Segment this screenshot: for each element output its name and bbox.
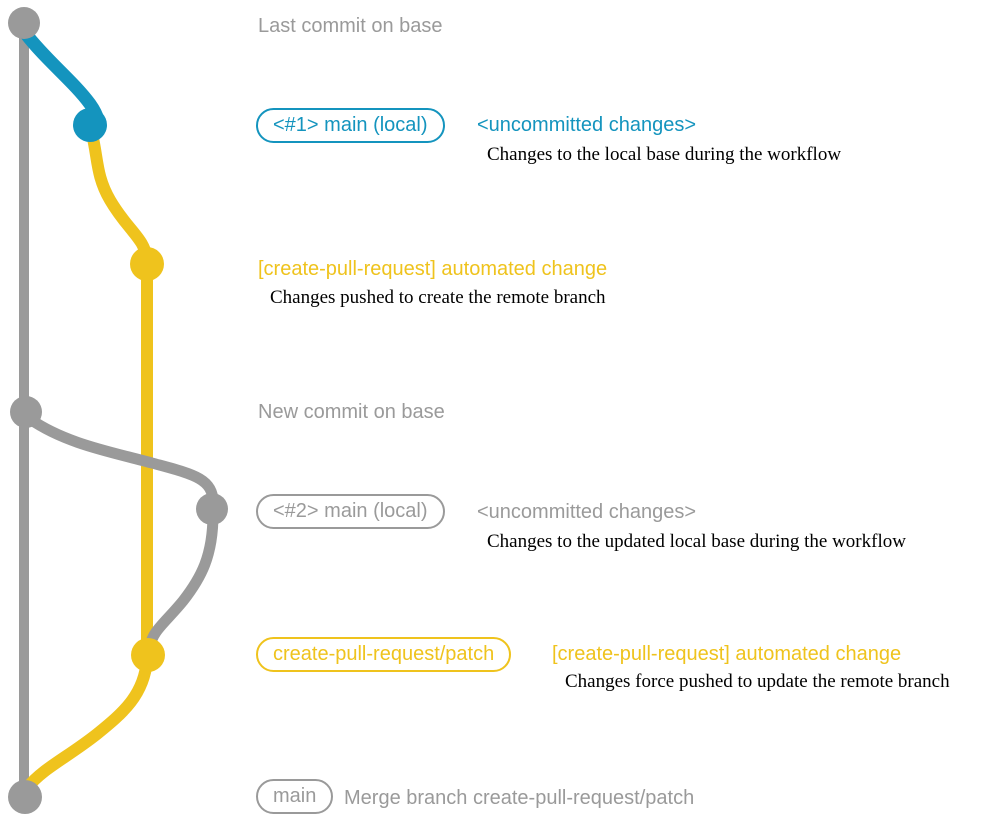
new-commit-heading: New commit on base xyxy=(258,401,445,423)
new-commit-on-base-dot xyxy=(10,396,42,428)
uncommitted-changes-1-description: Changes to the local base during the wor… xyxy=(487,144,842,165)
merge-commit-message: Merge branch create-pull-request/patch xyxy=(344,787,695,809)
automated-change-2-heading: [create-pull-request] automated change xyxy=(552,643,902,665)
force-push-line xyxy=(144,508,219,653)
git-graph xyxy=(8,7,228,814)
merge-commit-dot xyxy=(8,780,42,814)
last-commit-heading: Last commit on base xyxy=(258,15,443,37)
automated-change-1-dot xyxy=(130,247,164,281)
patch-branch-line xyxy=(86,128,153,661)
automated-change-1-heading: [create-pull-request] automated change xyxy=(258,258,608,280)
automated-change-2-dot xyxy=(131,638,165,672)
uncommitted-changes-1-label: <uncommitted changes> xyxy=(477,114,697,136)
automated-change-1-description: Changes pushed to create the remote bran… xyxy=(270,287,606,308)
branch-chip-patch: create-pull-request/patch xyxy=(256,637,512,672)
automated-change-2-description: Changes force pushed to update the remot… xyxy=(565,671,950,692)
main-local-1-line xyxy=(19,27,105,127)
patch-merge-line xyxy=(22,654,153,793)
main-local-2-line xyxy=(24,413,219,508)
main-local-2-dot xyxy=(196,493,228,525)
uncommitted-changes-2-label: <uncommitted changes> xyxy=(477,501,697,523)
main-local-1-dot xyxy=(73,108,107,142)
branch-chip-main-local-2: <#2> main (local) xyxy=(256,494,445,529)
branch-chip-main: main xyxy=(256,779,334,814)
uncommitted-changes-2-description: Changes to the updated local base during… xyxy=(487,531,906,552)
last-commit-on-base-dot xyxy=(8,7,40,39)
branch-chip-main-local-1: <#1> main (local) xyxy=(256,108,445,143)
